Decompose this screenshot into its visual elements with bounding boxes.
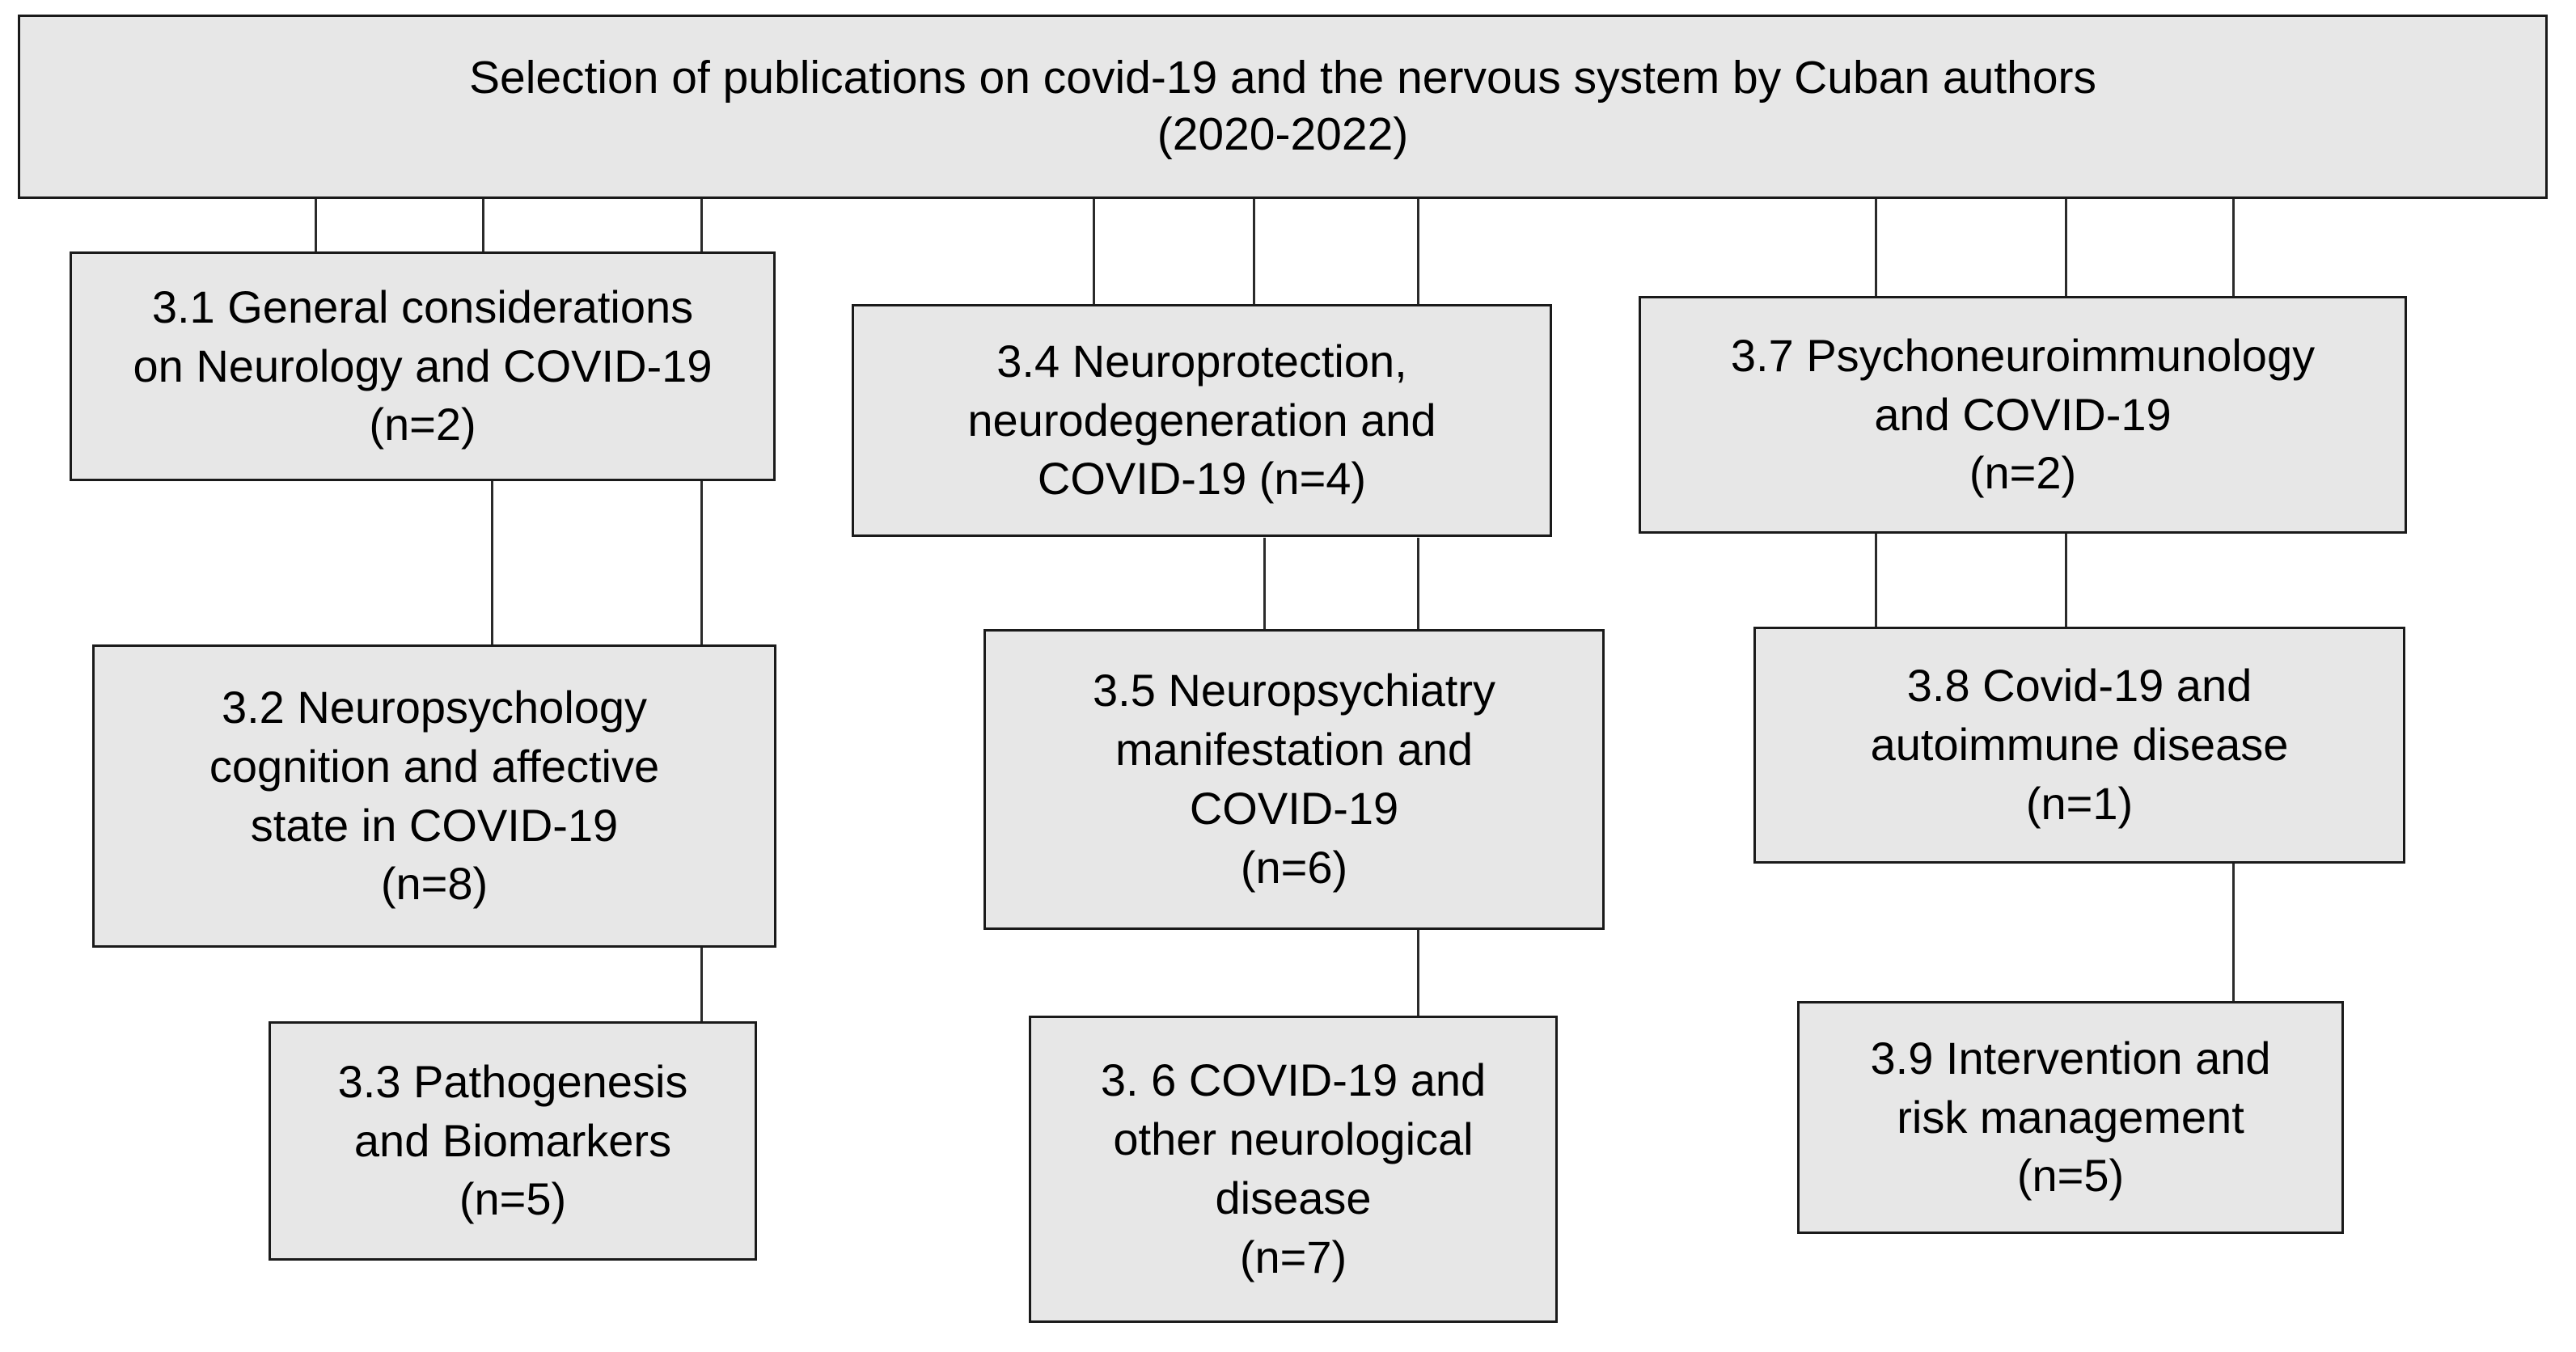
connector-root-to-3-1-b xyxy=(482,199,484,256)
connector-3-8-to-3-9 xyxy=(2232,864,2235,1001)
node-3-8-label: 3.8 Covid-19 and autoimmune disease (n=1… xyxy=(1870,660,2289,829)
node-3-2-label: 3.2 Neuropsychology cognition and affect… xyxy=(209,681,660,910)
node-3-9-label: 3.9 Intervention and risk management (n=… xyxy=(1870,1032,2271,1202)
connector-root-to-3-1-c xyxy=(700,199,703,256)
node-3-8[interactable]: 3.8 Covid-19 and autoimmune disease (n=1… xyxy=(1753,627,2405,864)
node-3-3-label: 3.3 Pathogenesis and Biomarkers (n=5) xyxy=(337,1055,688,1225)
connector-3-5-to-3-6 xyxy=(1417,928,1419,1017)
connector-3-4-to-3-5-a xyxy=(1263,538,1266,631)
connector-3-1-to-3-2-b xyxy=(700,480,703,647)
node-3-5[interactable]: 3.5 Neuropsychiatry manifestation and CO… xyxy=(983,629,1605,930)
node-3-6[interactable]: 3. 6 COVID-19 and other neurological dis… xyxy=(1029,1016,1558,1323)
node-3-5-label: 3.5 Neuropsychiatry manifestation and CO… xyxy=(1092,665,1495,893)
connector-3-7-to-3-8-a xyxy=(1875,534,1877,627)
node-3-4[interactable]: 3.4 Neuroprotection, neurodegeneration a… xyxy=(852,304,1552,537)
node-3-7-label: 3.7 Psychoneuroimmunology and COVID-19 (… xyxy=(1730,329,2316,499)
connector-root-to-3-4-c xyxy=(1417,199,1419,304)
connector-root-to-3-7-b xyxy=(2065,199,2067,296)
node-3-7[interactable]: 3.7 Psychoneuroimmunology and COVID-19 (… xyxy=(1639,296,2407,534)
connector-root-to-3-4-b xyxy=(1253,199,1255,304)
connector-root-to-3-7-c xyxy=(2232,199,2235,296)
root-node-label: Selection of publications on covid-19 an… xyxy=(468,52,2097,160)
connector-root-to-3-4-a xyxy=(1093,199,1095,304)
root-node-title[interactable]: Selection of publications on covid-19 an… xyxy=(18,15,2548,199)
connector-root-to-3-1-a xyxy=(315,199,317,256)
connector-3-7-to-3-8-b xyxy=(2065,534,2067,627)
connector-3-2-to-3-3 xyxy=(700,946,703,1023)
node-3-3[interactable]: 3.3 Pathogenesis and Biomarkers (n=5) xyxy=(269,1021,757,1261)
node-3-9[interactable]: 3.9 Intervention and risk management (n=… xyxy=(1797,1001,2344,1234)
connector-3-4-to-3-5-b xyxy=(1417,538,1419,631)
node-3-4-label: 3.4 Neuroprotection, neurodegeneration a… xyxy=(967,335,1436,505)
connector-3-1-to-3-2-a xyxy=(491,480,493,647)
node-3-2[interactable]: 3.2 Neuropsychology cognition and affect… xyxy=(92,644,776,948)
node-3-6-label: 3. 6 COVID-19 and other neurological dis… xyxy=(1100,1054,1487,1282)
connector-root-to-3-7-a xyxy=(1875,199,1877,296)
node-3-1[interactable]: 3.1 General considerations on Neurology … xyxy=(70,251,776,481)
node-3-1-label: 3.1 General considerations on Neurology … xyxy=(133,281,713,450)
